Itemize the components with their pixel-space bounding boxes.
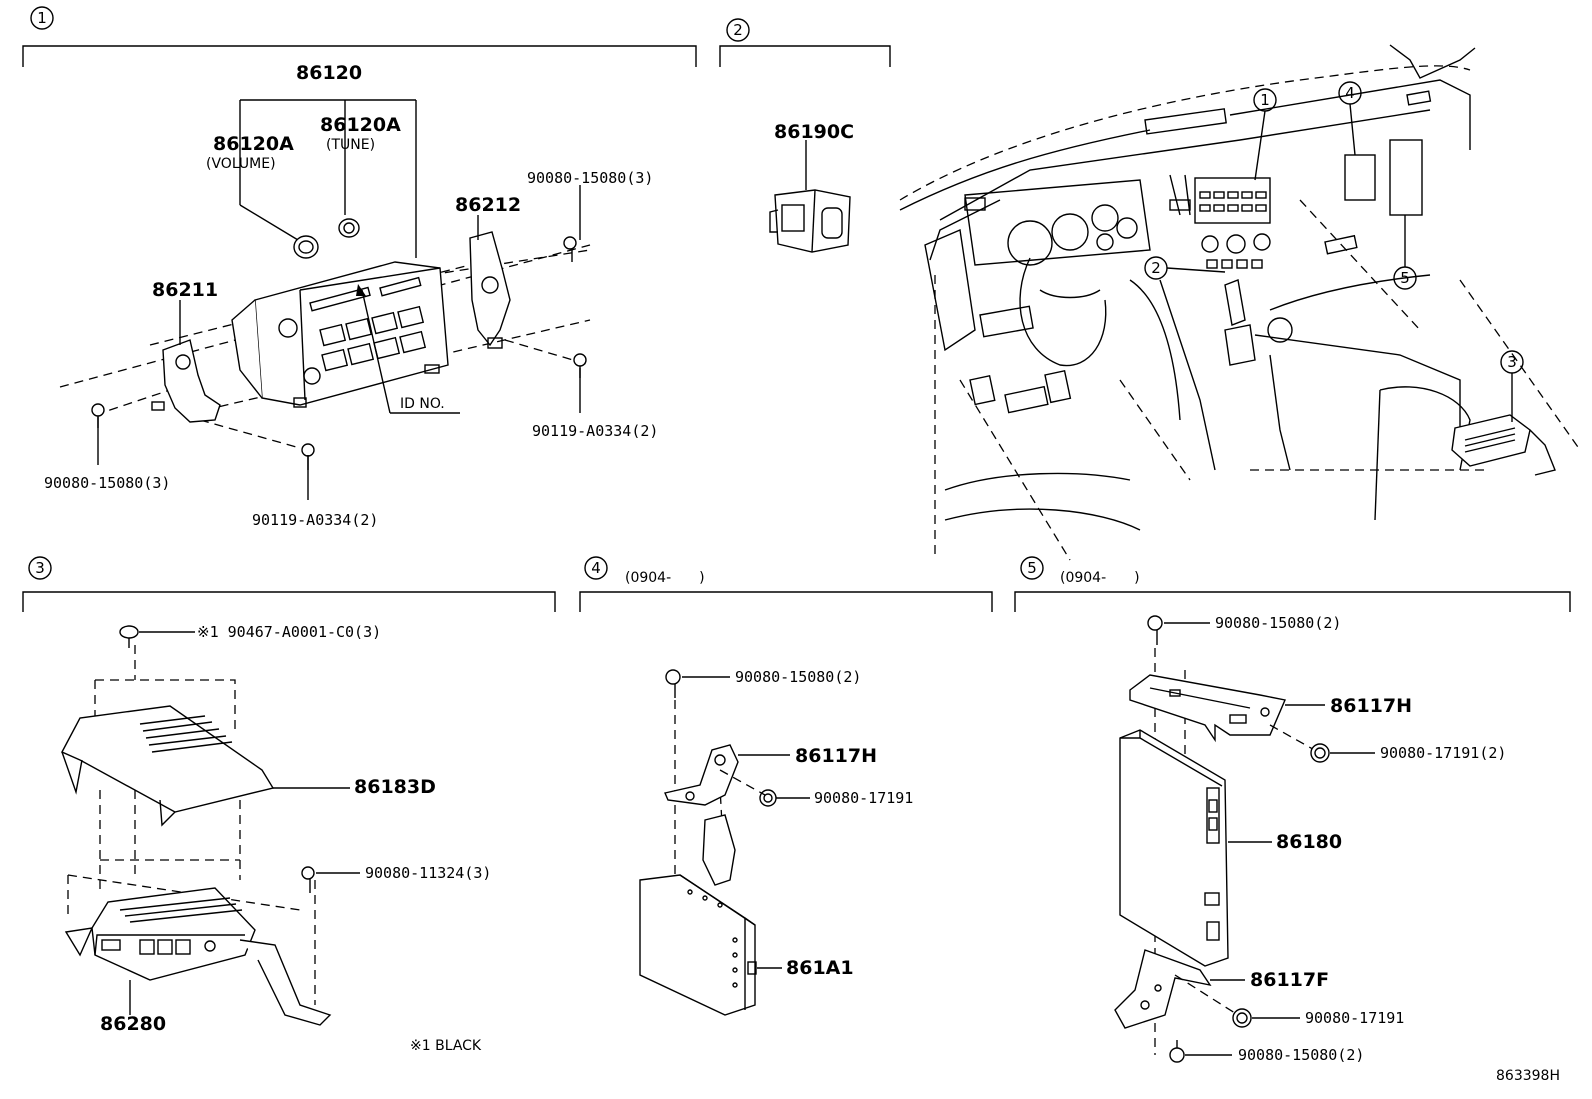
clip-nut-icon [119,625,139,648]
label-86280: 86280 [100,1013,166,1035]
svg-text:5: 5 [1400,269,1410,287]
section-5-number: 5 [1027,559,1037,577]
module-861a1 [639,874,757,1016]
screw-icon [301,866,315,893]
label-86183d: 86183D [354,776,436,798]
radio-head-unit [231,261,449,408]
switch-86190c [769,189,851,253]
label-90080-11324: 90080-11324(3) [365,864,491,882]
bracket-86117h-s4 [664,744,739,806]
amplifier-86280 [64,887,332,1026]
section-1-number: 1 [37,9,47,27]
section-3-header: 3 [22,556,556,612]
label-861a1: 861A1 [786,957,854,979]
section-4-range: (0904- ) [625,570,705,586]
svg-text:1: 1 [1260,91,1270,109]
bracket-86117h-s5 [1129,674,1286,743]
label-90119-a0334-right: 90119-A0334(2) [532,422,658,440]
label-90080-15080-s5-bottom: 90080-15080(2) [1238,1046,1364,1064]
note-black: ※1 BLACK [410,1038,482,1054]
section-2-switch: 86190C [769,121,854,253]
section-3-amplifier: ※1 90467-A0001-C0(3) 86183D 90080-11324(… [61,623,491,1054]
label-volume: (VOLUME) [206,156,276,172]
bracket-86117f [1114,949,1212,1029]
section-5-header: 5 (0904- ) [1014,556,1571,612]
label-90080-17191-2-s5: 90080-17191(2) [1380,744,1506,762]
bracket-86211 [151,339,221,423]
screw-icon [1169,1040,1185,1063]
section-2-number: 2 [733,21,743,39]
id-no-label: ID NO. [400,396,445,412]
label-90080-15080-s5-top: 90080-15080(2) [1215,614,1341,632]
vehicle-callout-4: 4 [1338,81,1362,156]
bracket-86212 [469,231,511,349]
vehicle-callout-3: 3 [1500,350,1524,422]
label-90080-17191-s5: 90080-17191 [1305,1009,1404,1027]
section-4-number: 4 [591,559,601,577]
svg-text:3: 3 [1507,353,1517,371]
label-90119-a0334-bottom: 90119-A0334(2) [252,511,378,529]
knob-icon [338,218,360,238]
amplifier-location [1451,414,1556,476]
label-86117h-s4: 86117H [795,745,877,767]
label-90080-17191-s4: 90080-17191 [814,789,913,807]
clip-nut-icon [759,789,777,807]
label-86120: 86120 [296,62,362,84]
section-1-radio-assembly: ID NO. [44,62,658,529]
clip-nut-icon [1232,1008,1252,1028]
label-90467-a0001-c0: ※1 90467-A0001-C0(3) [197,623,381,641]
vehicle-callout-2: 2 [1144,256,1226,280]
label-86180: 86180 [1276,831,1342,853]
label-90080-15080-left: 90080-15080(3) [44,474,170,492]
label-tune: (TUNE) [326,137,375,153]
label-90080-15080-top: 90080-15080(3) [527,169,653,187]
section-3-number: 3 [35,559,45,577]
section-5-range: (0904- ) [1060,570,1140,586]
label-90080-15080-s4: 90080-15080(2) [735,668,861,686]
label-86117h-s5: 86117H [1330,695,1412,717]
cover-86183d [61,705,275,827]
section-2-header: 2 [719,18,891,67]
label-86117f: 86117F [1250,969,1329,991]
clip-nut-icon [1310,743,1330,763]
screw-icon [665,669,681,698]
section-5-module: 90080-15080(2) 86117H 90080-17191(2) 861… [1114,614,1506,1064]
module-86180 [1119,729,1229,967]
label-86212: 86212 [455,194,521,216]
section-4-module: 90080-15080(2) 86117H 90080-17191 861A1 [639,668,913,1016]
vehicle-interior-view: 1 2 3 4 5 [899,44,1581,561]
label-86120A-tune: 86120A [320,114,401,136]
vehicle-callout-1: 1 [1253,88,1277,181]
label-86120A-volume: 86120A [213,133,294,155]
svg-text:2: 2 [1151,259,1161,277]
section-1-header: 1 [22,6,697,67]
diagram-id: 863398H [1496,1068,1560,1084]
knob-icon [293,235,319,259]
svg-text:4: 4 [1345,84,1355,102]
screw-icon [1147,615,1163,645]
label-86190c: 86190C [774,121,854,143]
screw-icon [563,236,577,262]
label-86211: 86211 [152,279,218,301]
section-4-header: 4 (0904- ) [579,556,993,612]
vehicle-callout-5: 5 [1393,215,1417,290]
